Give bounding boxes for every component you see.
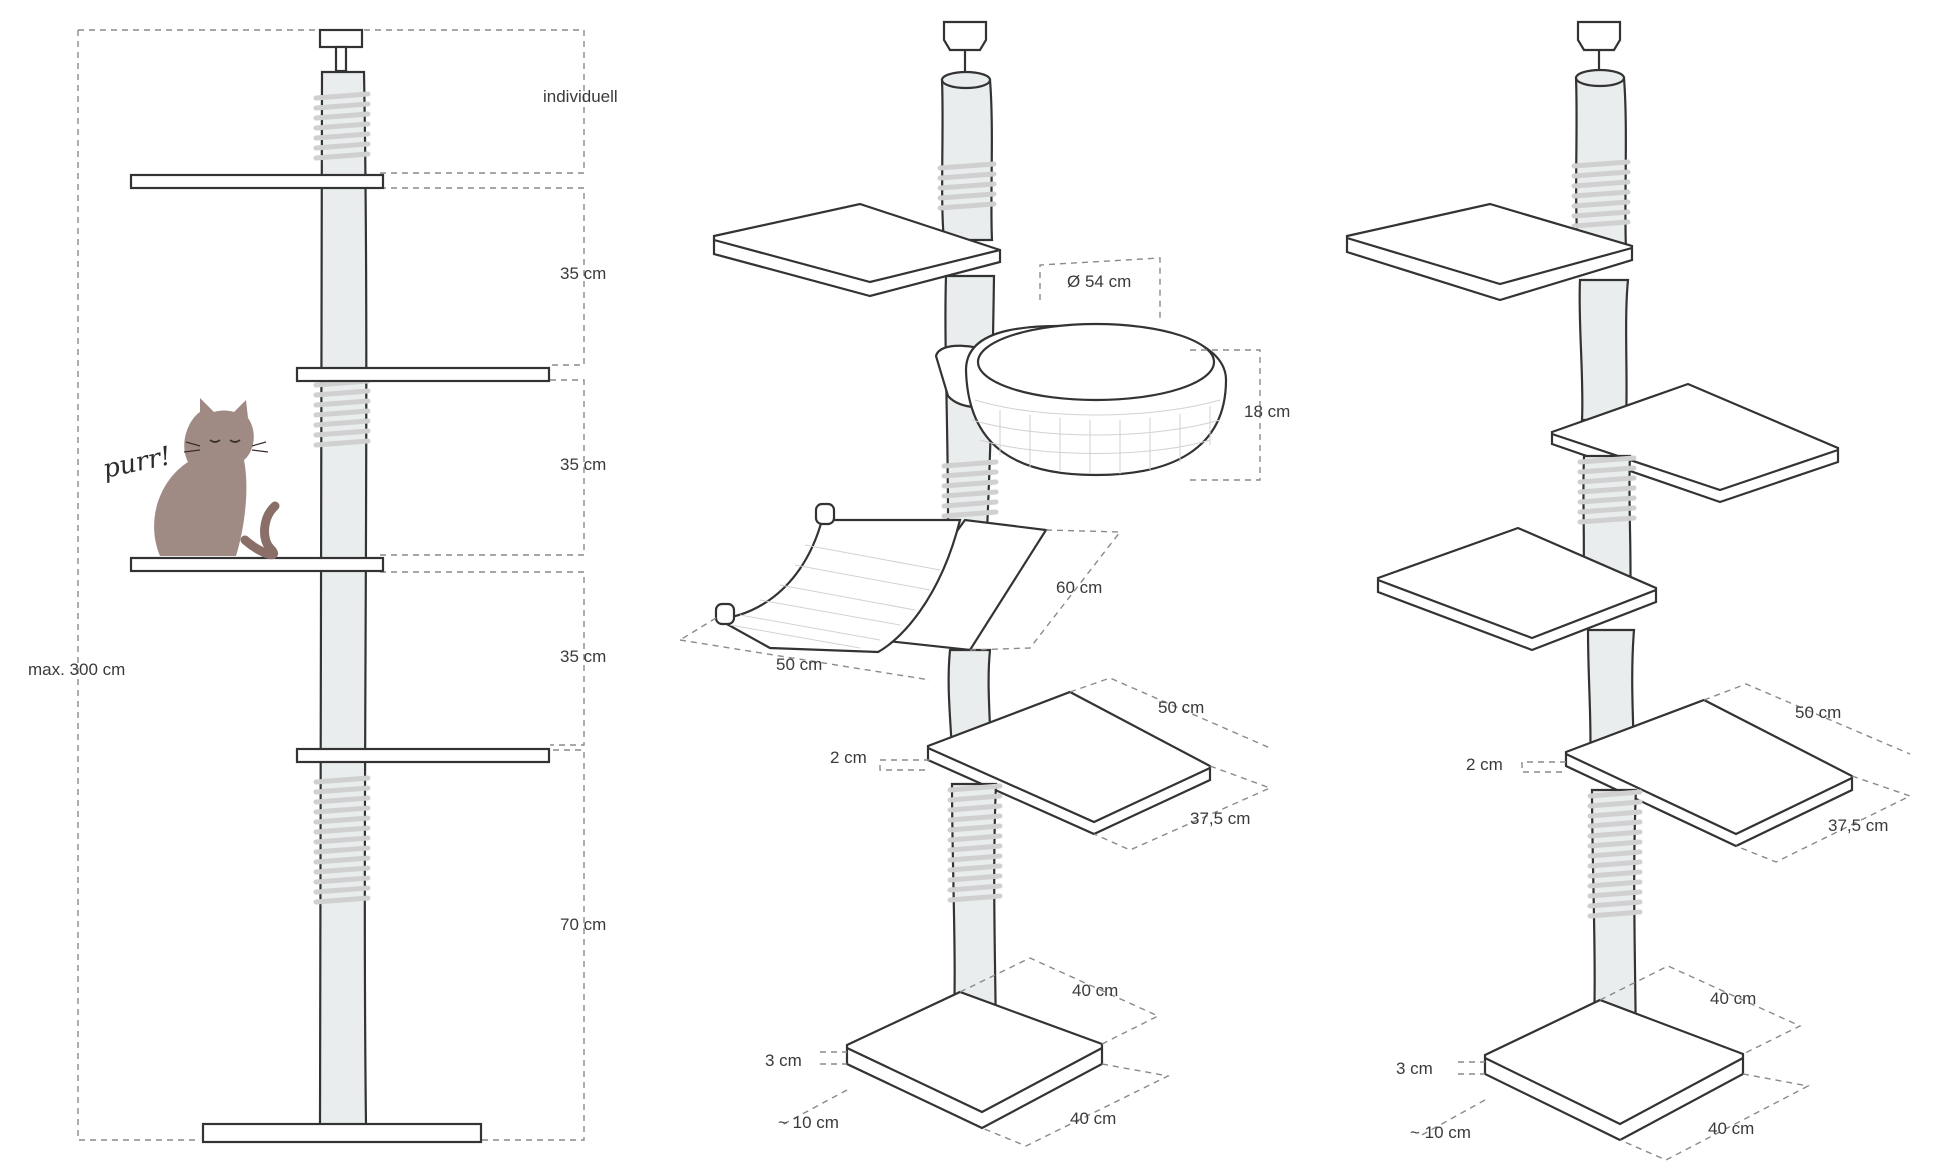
isometric-view-bed: Ø 54 cm 18 cm 60 cm 50 cm 2 cm 50 cm 37,… (679, 20, 1290, 1147)
label-shelf-width: 50 cm (1158, 698, 1204, 717)
label-bed-diameter: Ø 54 cm (1067, 272, 1131, 291)
shelf-2 (295, 366, 551, 383)
cat-illustration: purr! (100, 398, 280, 560)
label-shelf-width: 50 cm (1795, 703, 1841, 722)
label-shelf-thickness: 2 cm (1466, 755, 1503, 774)
label-individuell: individuell (543, 87, 618, 106)
label-hammock-depth: 60 cm (1056, 578, 1102, 597)
shelf-1 (129, 173, 385, 190)
right-shelf-2 (1550, 382, 1840, 504)
label-shelf-depth: 37,5 cm (1828, 816, 1888, 835)
label-base-width: 40 cm (1072, 981, 1118, 1000)
label-gap-3: 35 cm (560, 647, 606, 666)
label-bed-height: 18 cm (1244, 402, 1290, 421)
cat-speech-text: purr! (100, 441, 173, 485)
front-view: purr! individuell 35 cm 35 cm 35 cm 70 c… (28, 28, 618, 1144)
label-ground-gap: ~ 10 cm (778, 1113, 839, 1132)
right-shelf-3 (1376, 526, 1658, 652)
main-post (318, 70, 368, 1127)
cat-bed (964, 322, 1228, 477)
sisal-wrap-bottom (313, 775, 371, 905)
sisal-wrap-top (313, 91, 371, 161)
ceiling-plate (942, 20, 988, 52)
label-base-width: 40 cm (1710, 989, 1756, 1008)
ceiling-plate (318, 28, 364, 49)
label-gap-2: 35 cm (560, 455, 606, 474)
label-shelf-thickness: 2 cm (830, 748, 867, 767)
label-base-depth: 40 cm (1708, 1119, 1754, 1138)
label-gap-bottom: 70 cm (560, 915, 606, 934)
right-shelf-1 (1345, 202, 1634, 302)
shelf-3 (129, 556, 385, 573)
sisal-wrap-middle (313, 378, 371, 448)
label-max-height: max. 300 cm (28, 660, 125, 679)
label-hammock-width: 50 cm (776, 655, 822, 674)
label-ground-gap: ~ 10 cm (1410, 1123, 1471, 1142)
hammock (714, 502, 1048, 654)
tension-rod (334, 45, 348, 73)
base-plate (201, 1122, 483, 1144)
middle-shelf-top (712, 202, 1002, 298)
label-base-thickness: 3 cm (1396, 1059, 1433, 1078)
label-base-thickness: 3 cm (765, 1051, 802, 1070)
label-gap-1: 35 cm (560, 264, 606, 283)
right-base (1483, 998, 1745, 1142)
isometric-view-shelves: 50 cm 2 cm 37,5 cm 40 cm 40 cm 3 cm ~ 10… (1345, 20, 1912, 1161)
label-base-depth: 40 cm (1070, 1109, 1116, 1128)
label-shelf-depth: 37,5 cm (1190, 809, 1250, 828)
shelf-4 (295, 747, 551, 764)
